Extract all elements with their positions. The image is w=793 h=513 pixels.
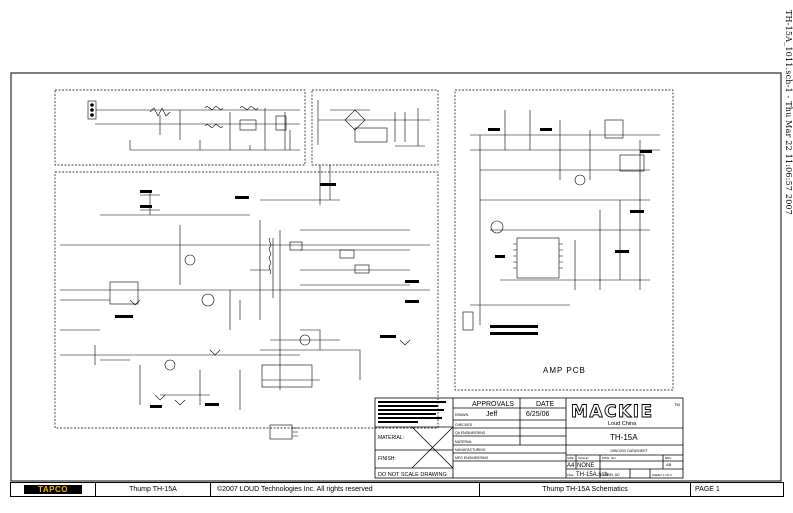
footer-title: Thump TH-15A Schematics bbox=[480, 483, 691, 496]
footer-page: PAGE 1 bbox=[695, 486, 720, 493]
preamp-circuit bbox=[60, 165, 430, 440]
document-title: TH-15A bbox=[610, 433, 638, 442]
mackie-logo: MACKIE bbox=[571, 402, 654, 422]
amp-circuit bbox=[462, 110, 660, 331]
manufacturing-label: MANUFACTURING bbox=[455, 448, 486, 452]
label-field: LABEL SD bbox=[603, 473, 620, 477]
qa-label: QA ENGINEERING bbox=[455, 431, 486, 435]
brand-subtitle: Loud China bbox=[608, 421, 637, 427]
document-subtitle: 15W/120V DATASHEET bbox=[610, 449, 649, 453]
size-label: SIZE bbox=[567, 456, 574, 460]
preamp-labels bbox=[115, 183, 419, 408]
material-label: MATERIAL: bbox=[378, 435, 404, 441]
scale-label: SCALE: bbox=[578, 456, 589, 460]
file-value: TH-15A.sch bbox=[576, 472, 608, 478]
date-heading: DATE bbox=[536, 401, 554, 408]
trademark-mark: TM bbox=[674, 402, 680, 407]
footer-model: Thump TH-15A bbox=[96, 483, 211, 496]
rev-value: AB bbox=[666, 462, 672, 467]
amp-pcb-label: AMP PCB bbox=[543, 366, 586, 375]
tapco-logo-text: TAPCO bbox=[24, 485, 82, 494]
checked-label: CHECKED bbox=[455, 423, 473, 427]
sheet-border bbox=[10, 72, 782, 482]
finish-label: FINISH: bbox=[378, 456, 396, 462]
tapco-logo: TAPCO bbox=[11, 483, 96, 496]
material-approval-label: MATERIAL bbox=[455, 440, 472, 444]
title-block-fineprint bbox=[378, 401, 446, 423]
drawn-label: DRAWN bbox=[455, 413, 469, 417]
preamp-section bbox=[54, 171, 439, 429]
psu-circuit bbox=[87, 100, 300, 151]
size-value: A4 bbox=[567, 463, 575, 469]
rev-label: REV. bbox=[665, 456, 672, 460]
title-block bbox=[374, 397, 684, 479]
dwg-no-label: DWG. NO. bbox=[602, 456, 616, 460]
psu-section bbox=[54, 89, 306, 166]
scale-value: NONE bbox=[577, 463, 594, 469]
print-stamp: TH-15A_1011.sch-1 - Thu Mar 22 11:06:57 … bbox=[784, 10, 793, 216]
footer-bar: TAPCO Thump TH-15A ©2007 LOUD Technologi… bbox=[10, 482, 784, 497]
file-label: FILE bbox=[567, 473, 573, 477]
mains-circuit bbox=[317, 100, 430, 147]
section-boxes bbox=[54, 89, 674, 429]
sheet-field: SHEET 1 OF 2 bbox=[652, 473, 672, 477]
drawn-date: 6/25/06 bbox=[526, 411, 549, 418]
footer-copyright: ©2007 LOUD Technologies Inc. All rights … bbox=[211, 483, 480, 496]
drawn-name: Jeff bbox=[486, 411, 497, 418]
amp-pcb-section bbox=[454, 89, 674, 391]
mfg-eng-label: MFG ENGINEERING bbox=[455, 456, 489, 460]
amp-labels bbox=[488, 128, 652, 335]
do-not-scale-label: DO NOT SCALE DRAWING bbox=[378, 472, 447, 478]
approvals-heading: APPROVALS bbox=[472, 401, 514, 408]
mains-section bbox=[311, 89, 439, 166]
